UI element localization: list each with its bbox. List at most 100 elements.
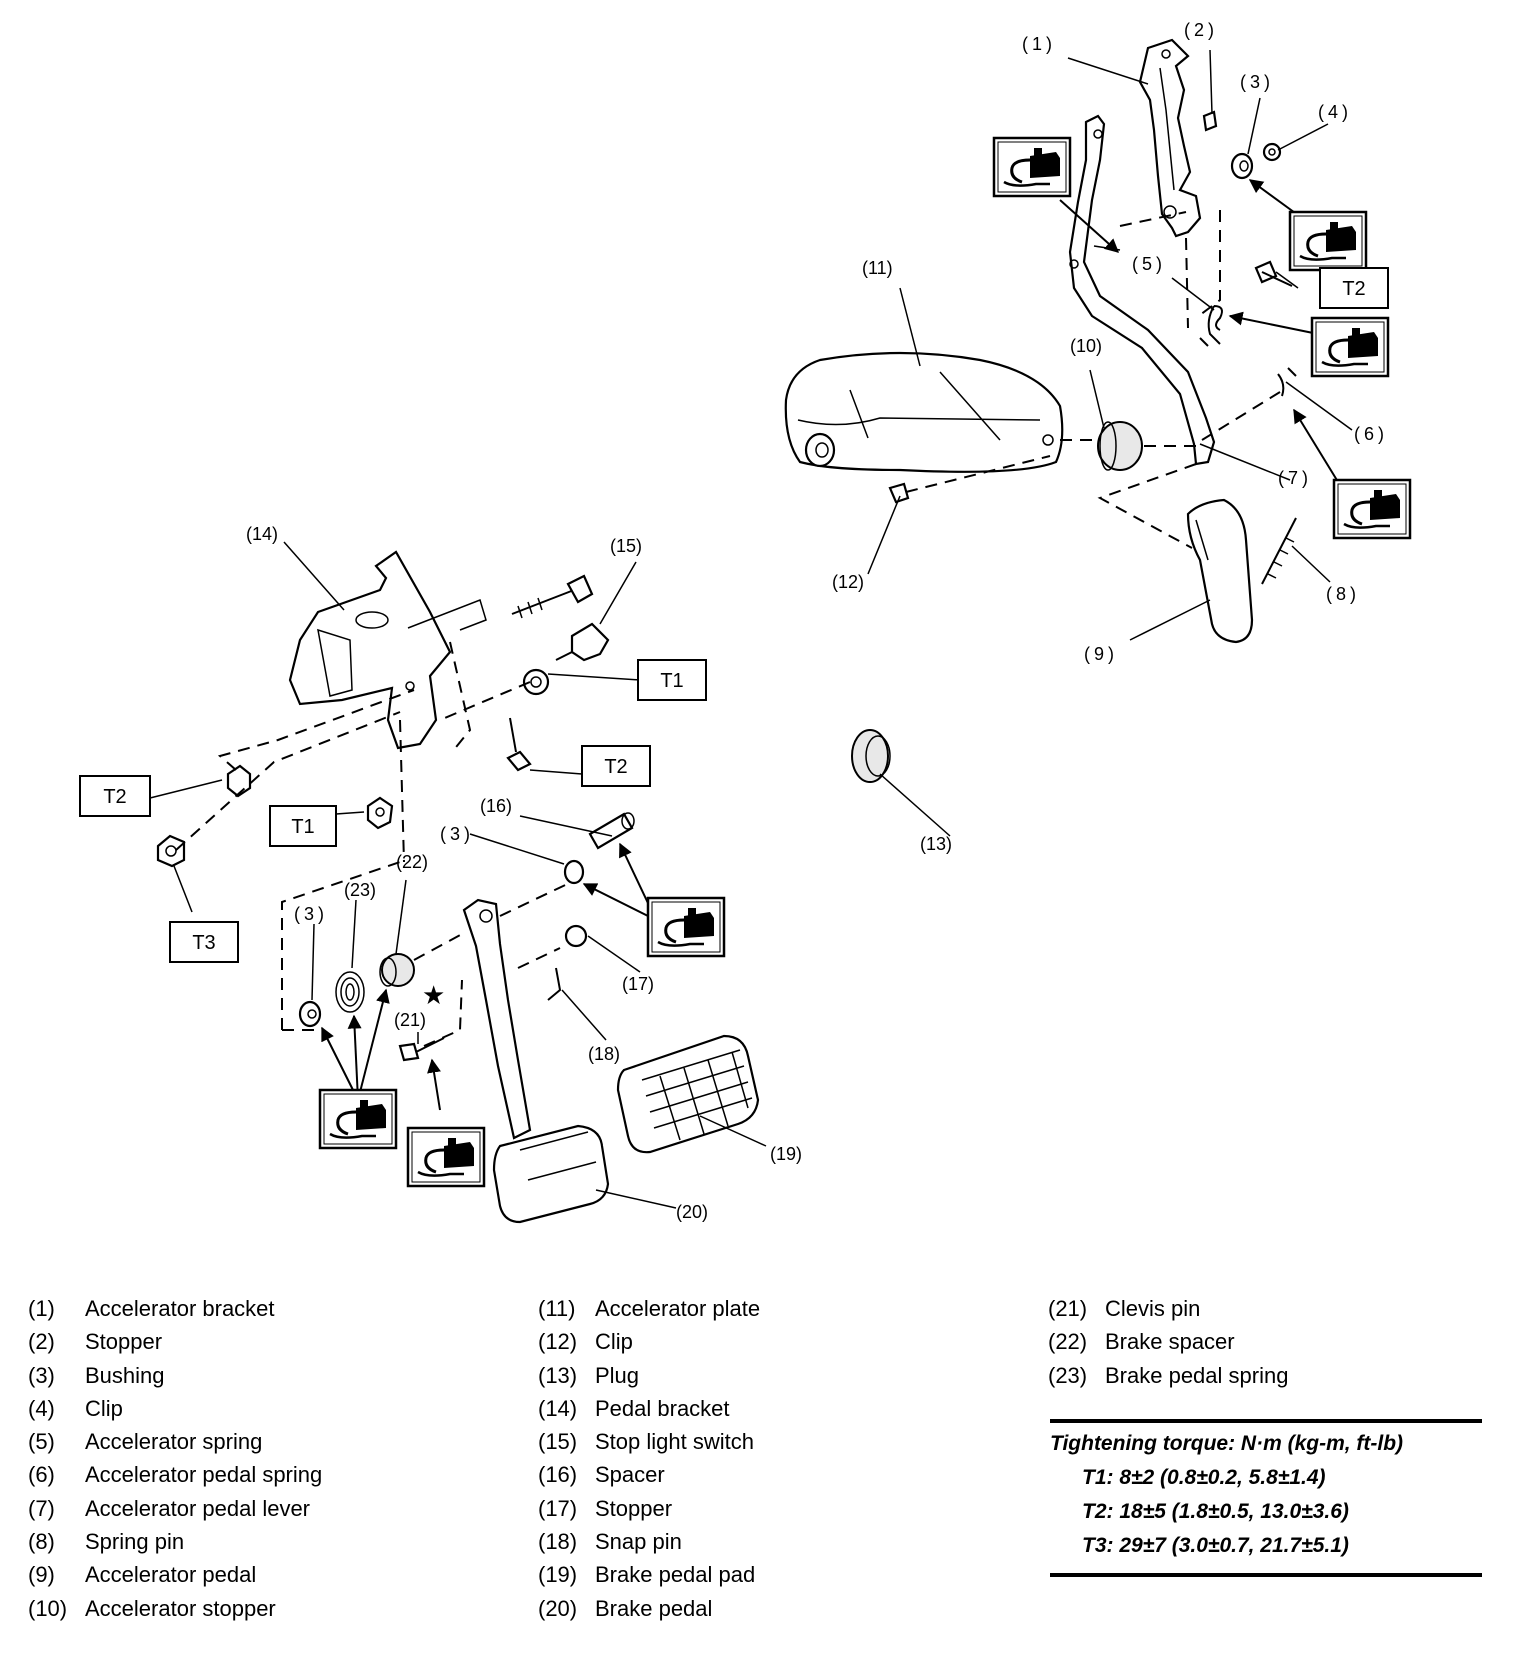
legend-item: (19)Brake pedal pad	[538, 1558, 760, 1591]
bushing-upper	[1230, 152, 1254, 180]
grease-gun-icon	[406, 1126, 486, 1188]
accelerator-bracket	[1138, 38, 1202, 238]
legend-item-label: Accelerator pedal spring	[85, 1462, 323, 1488]
legend-item-label: Bushing	[85, 1362, 165, 1388]
accelerator-plate	[784, 351, 1064, 473]
snap-pin	[547, 967, 562, 1001]
legend-column: (1)Accelerator bracket (2) Stopper (3) Bushi…	[28, 1292, 322, 1625]
legend-item-number: (15)	[538, 1429, 578, 1455]
nut-t2-left	[226, 764, 252, 798]
callout-15: (15)	[610, 536, 642, 556]
legend-item: (13) Plug	[538, 1359, 760, 1392]
legend-item-number: (21)	[1048, 1296, 1088, 1321]
legend-item: (1)Accelerator bracket	[28, 1292, 322, 1325]
torque-box-t1-left: T1	[269, 805, 337, 847]
clip-upper	[1262, 142, 1282, 162]
legend-item-label: Accelerator pedal lever	[85, 1495, 311, 1521]
legend-item-number: (11)	[538, 1296, 576, 1321]
brake-pedal	[462, 898, 610, 1224]
legend-item: (5) Accelerator spring	[28, 1425, 322, 1458]
legend-item-label: Stop light switch	[595, 1429, 754, 1455]
accelerator-pedal-spring	[1277, 367, 1297, 397]
stop-light-switch	[555, 622, 610, 662]
legend-item-label: Accelerator spring	[85, 1429, 263, 1455]
brake-pedal-spring	[335, 971, 365, 1013]
legend-item-label: Accelerator plate	[595, 1296, 761, 1321]
accelerator-pedal	[1186, 498, 1254, 644]
legend-item: (23)Brake pedal spring	[1048, 1359, 1288, 1392]
legend-item: (21) Clevis pin	[1048, 1292, 1288, 1325]
leader-lines	[149, 49, 1353, 1209]
legend-item-number: (13)	[538, 1362, 578, 1388]
legend-item: (2) Stopper	[28, 1325, 322, 1358]
exploded-parts-diagram: ★	[79, 20, 1412, 1224]
legend-item: (3) Bushing	[28, 1359, 322, 1392]
nut-t1-left	[366, 796, 394, 830]
legend-item-number: (3)	[28, 1362, 55, 1388]
legend-item-number: (2)	[28, 1329, 55, 1355]
legend-item: (6) Accelerator pedal spring	[28, 1458, 322, 1491]
legend-item-number: (1)	[28, 1296, 55, 1321]
grease-arrows	[321, 179, 1355, 1111]
spacer-upper	[588, 812, 635, 850]
bushing-left	[298, 1000, 322, 1028]
legend-item: (17)Stopper	[538, 1492, 760, 1525]
grease-gun-icon	[646, 896, 726, 958]
callout-13: (13)	[920, 834, 952, 854]
accelerator-pedal-lever	[1068, 114, 1216, 466]
torque-top-rule	[1050, 1419, 1482, 1423]
callout-16: (16)	[480, 796, 512, 816]
legend-item: (11) Accelerator plate	[538, 1292, 760, 1325]
callout-14: (14)	[246, 524, 278, 544]
svg-text:T2: T2	[103, 786, 126, 808]
callout-3-left: (3)	[294, 904, 328, 924]
callout-3-left-top: (3)	[440, 824, 474, 844]
torque-box-t2-left: T2	[79, 775, 151, 817]
torque-box-t2-upper: T2	[1319, 267, 1389, 309]
spring-pin	[1261, 517, 1297, 585]
callout-5: (5)	[1132, 254, 1166, 274]
torque-t2: T2: 18±5 (1.8±0.5, 13.0±3.6)	[1082, 1500, 1349, 1523]
brake-spacer	[379, 953, 415, 987]
callout-23: (23)	[344, 880, 376, 900]
clip-lower	[888, 482, 910, 504]
callouts: (1) (2) (3) (4) (5) (6) (7) (8) (9) (10)…	[246, 20, 1388, 1222]
spacer-bracket	[522, 668, 550, 696]
legend-item-number: (14)	[538, 1395, 578, 1421]
torque-box-t2-right: T2	[581, 745, 651, 787]
legend-item-label: Accelerator pedal	[85, 1562, 257, 1588]
callout-1: (1)	[1022, 34, 1056, 54]
legend-item-number: (5)	[28, 1429, 55, 1455]
legend-item-label: Spring pin	[85, 1529, 185, 1555]
plug	[851, 729, 891, 783]
svg-text:T1: T1	[660, 670, 683, 692]
legend-item-number: (7)	[28, 1495, 55, 1521]
legend-item-number: (22)	[1048, 1329, 1088, 1355]
legend-item-label: Stopper	[85, 1329, 163, 1355]
legend-item: (12)Clip	[538, 1325, 760, 1358]
callout-12: (12)	[832, 572, 864, 592]
bolt-long	[511, 574, 594, 619]
legend-item-label: Spacer	[595, 1462, 665, 1488]
brake-pedal-pad	[616, 1034, 760, 1154]
callout-6: (6)	[1354, 424, 1388, 444]
clevis-pin	[398, 1037, 445, 1062]
torque-t3: T3: 29±7 (3.0±0.7, 21.7±5.1)	[1082, 1534, 1349, 1557]
legend-item-label: Clip	[85, 1395, 123, 1421]
legend-item: (16)Spacer	[538, 1458, 760, 1491]
callout-8: (8)	[1326, 584, 1360, 604]
torque-title: Tightening torque: N·m (kg-m, ft-lb)	[1050, 1432, 1404, 1455]
grease-gun-icon	[1332, 478, 1412, 540]
svg-text:T1: T1	[291, 816, 314, 838]
legend-item: (10)Accelerator stopper	[28, 1592, 322, 1625]
legend-item-label: Plug	[595, 1362, 640, 1388]
legend-item-label: Clevis pin	[1105, 1296, 1201, 1321]
legend-item-label: Pedal bracket	[595, 1395, 730, 1421]
legend-item: (4)Clip	[28, 1392, 322, 1425]
legend-item: (14) Pedal bracket	[538, 1392, 760, 1425]
parts-legend: (1)Accelerator bracket (2) Stopper (3) Bushi…	[0, 1292, 1536, 1632]
accelerator-stopper	[1097, 421, 1143, 471]
callout-19: (19)	[770, 1144, 802, 1164]
legend-item-number: (6)	[28, 1462, 55, 1488]
legend-item-number: (12)	[538, 1329, 578, 1355]
